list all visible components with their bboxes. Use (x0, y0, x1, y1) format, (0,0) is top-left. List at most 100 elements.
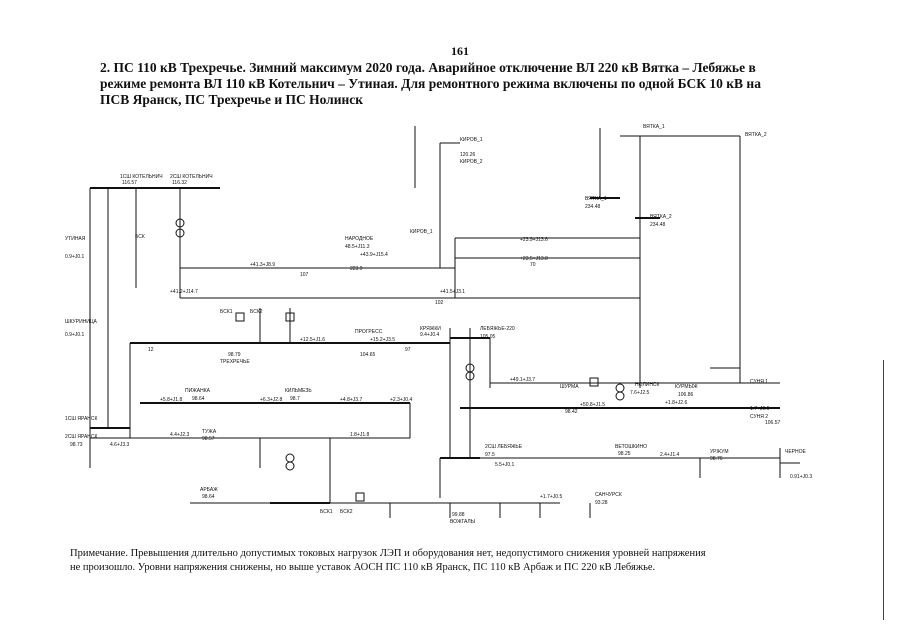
node-label: ТРЕХРЕЧЬЕ (220, 359, 250, 365)
node-label: КИРОВ_1 (410, 229, 433, 235)
node-value: 0.9+J0.1 (65, 332, 85, 338)
node-value: 98.7 (290, 396, 300, 402)
node-value: 105.05 (480, 334, 496, 340)
node-label: КИЛЬМЕЗЬ (285, 388, 312, 394)
line-number: 107 (300, 272, 309, 278)
flow-label: +41.2+J14.7 (170, 289, 198, 295)
line-number: 102 (435, 300, 444, 306)
bsk-label: БСК1 (220, 309, 233, 315)
node-value: 98.25 (618, 451, 631, 457)
flow-label: +23.5+J13.8 (520, 256, 548, 262)
grid-lines (89, 126, 800, 518)
node-value: 98.79 (228, 352, 241, 358)
switch-icon (235, 312, 245, 322)
node-label: ШКУРИНИЦА (65, 319, 98, 325)
node-label: 2СШ ЛЕБЯЖЬЕ (485, 444, 523, 450)
node-label: НАРОДНОЕ (345, 236, 374, 242)
node-value: 104.65 (360, 352, 376, 358)
flow-label: 1.8+J1.8 (350, 432, 370, 438)
flow-label: +5.8+J1.8 (160, 397, 182, 403)
node-value: 106.57 (765, 420, 781, 426)
node-value: 106.86 (678, 392, 694, 398)
node-value: 223.9 (350, 266, 363, 272)
equipment-symbols (175, 218, 625, 502)
bsk-label: БСК1 (320, 509, 333, 515)
flow-label: +49.1+J3.7 (510, 377, 535, 383)
bsk-label: БСК2 (340, 509, 353, 515)
flow-label: +1.7+J0.5 (540, 494, 562, 500)
node-label: ЧЕРНОЕ (785, 449, 807, 455)
flow-label: +41.3+J8.9 (250, 262, 275, 268)
node-value: 98.73 (70, 442, 83, 448)
node-value: 98.57 (202, 436, 215, 442)
flow-label: 4.4+J2.3 (170, 432, 190, 438)
title-line-2: режиме ремонта ВЛ 110 кВ Котельнич – Ути… (100, 76, 761, 91)
node-label: ШУРМА (560, 384, 579, 390)
footnote: Примечание. Превышения длительно допусти… (70, 547, 860, 575)
node-label: НОЛИНСК (635, 382, 660, 388)
flow-label: 4.6+J3.3 (110, 442, 130, 448)
switch-icon (285, 312, 295, 322)
transformer-icon (615, 383, 625, 393)
node-label: КУРМЫЖ (675, 384, 698, 390)
node-label: 2СШ КОТЕЛЬНИЧ (170, 174, 213, 180)
node-value: 116.57 (122, 180, 137, 186)
node-label: 1СШ ЯРАНСК (65, 416, 98, 422)
node-value: 93.28 (595, 500, 608, 506)
node-label: СУНЯ 1 (750, 379, 768, 385)
node-label: ПИЖАНКА (185, 388, 211, 394)
node-label: ВЯТКА_2 (650, 214, 672, 220)
flow-label: 2.4+J1.4 (660, 452, 680, 458)
node-label: САНЧУРСК (595, 492, 622, 498)
node-value: 0.91+J0.3 (790, 474, 812, 480)
node-value: 116.32 (172, 180, 187, 186)
node-value: 234.48 (585, 204, 601, 210)
node-label: КРЯЖКИ (420, 326, 441, 332)
bsk-label: БСК2 (250, 309, 263, 315)
node-flow: +43.9+J15.4 (360, 252, 388, 258)
node-label: ЛЕБЯЖЬЕ-220 (480, 326, 515, 332)
title-line-1: 2. ПС 110 кВ Трехречье. Зимний максимум … (100, 60, 756, 75)
node-value: 98.64 (192, 396, 205, 402)
node-value: 98.76 (710, 456, 723, 462)
node-labels: 1СШ КОТЕЛЬНИЧ 116.57 2СШ КОТЕЛЬНИЧ 116.3… (65, 124, 812, 525)
bsk-label: БСК (135, 234, 145, 240)
flow-label: 1.7+J0.6 (750, 406, 770, 412)
node-label: ТУЖА (202, 429, 217, 435)
flow-label: +23.9+J13.6 (520, 237, 548, 243)
line-number: 70 (530, 262, 536, 268)
flow-label: +41.5+J3.1 (440, 289, 465, 295)
node-label: ВЯТКА_1 (585, 196, 607, 202)
flow-label: +4.8+J3.7 (340, 397, 362, 403)
transformer-icon (615, 391, 625, 401)
footnote-line-2: не произошло. Уровни напряжения снижены,… (70, 562, 656, 573)
transformer-icon (465, 371, 475, 381)
node-flow: 9.4+J0.4 (420, 332, 440, 338)
flow-label: +1.8+J2.6 (665, 400, 687, 406)
node-value: 98.64 (202, 494, 215, 500)
node-value: 97.5 (485, 452, 495, 458)
node-label: КИРОВ_1 (460, 137, 483, 143)
node-value: 234.48 (650, 222, 666, 228)
node-label: СУНЯ 2 (750, 414, 768, 420)
node-value: 0.9+J0.1 (65, 254, 85, 260)
flow-label: 5.5+J0.1 (495, 462, 515, 468)
node-label: АРБАЖ (200, 487, 218, 493)
line-number: 97 (405, 347, 411, 353)
page-title: 2. ПС 110 кВ Трехречье. Зимний максимум … (100, 60, 860, 108)
node-label: ВЕТОШКИНО (615, 444, 647, 450)
scan-edge-line (883, 360, 884, 620)
node-value: 120.26 (460, 152, 476, 158)
flow-label: +6.3+J2.8 (260, 397, 282, 403)
switch-icon (355, 492, 365, 502)
node-label: 2СШ ЯРАНСК (65, 434, 98, 440)
line-labels: 107 102 12 97 70 +23.9+J13.6 +23.5+J13.8… (110, 237, 770, 500)
node-label: ВОЖГАЛЫ (450, 519, 476, 525)
capacitor-bank-icon (175, 218, 185, 228)
transformer-icon (285, 461, 295, 471)
node-value: 98.42 (565, 409, 578, 415)
node-flow: 48.5+J11.3 (345, 244, 370, 250)
node-flow: 7.6+J2.5 (630, 390, 650, 396)
flow-label: +2.3+J0.4 (390, 397, 412, 403)
power-grid-diagram: 1СШ КОТЕЛЬНИЧ 116.57 2СШ КОТЕЛЬНИЧ 116.3… (65, 124, 812, 525)
